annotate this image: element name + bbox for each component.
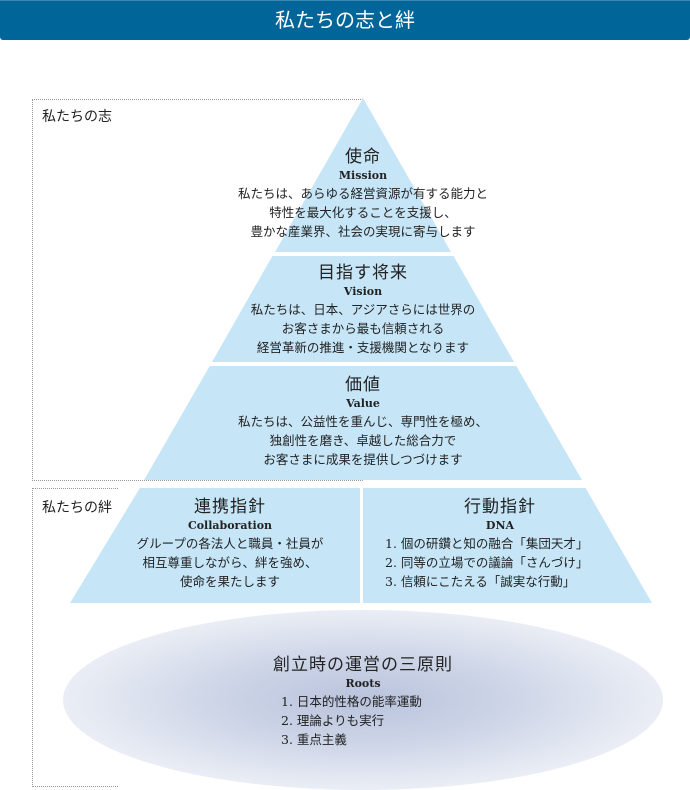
- mission-line: 特性を最大化することを支援し、: [269, 205, 457, 220]
- vision-title: 目指す将来: [318, 263, 408, 283]
- value-en: Value: [346, 397, 380, 410]
- roots-title: 創立時の運営の三原則: [273, 655, 453, 675]
- collaboration-line: 相互尊重しながら、絆を強め、: [142, 555, 318, 570]
- vision-line: 私たちは、日本、アジアさらには世界の: [250, 302, 476, 317]
- mission-title: 使命: [345, 147, 381, 167]
- collaboration-block: 連携指針 Collaboration グループの各法人と職員・社員が 相互尊重し…: [110, 496, 350, 591]
- value-line: 独創性を磨き、卓越した総合力で: [269, 433, 457, 448]
- vision-line: お客さまから最も信頼される: [281, 321, 445, 336]
- collaboration-line: 使命を果たします: [179, 574, 280, 589]
- mission-block: 使命 Mission 私たちは、あらゆる経営資源が有する能力と 特性を最大化する…: [200, 146, 526, 241]
- vision-block: 目指す将来 Vision 私たちは、日本、アジアさらには世界の お客さまから最も…: [200, 262, 526, 357]
- dna-line: 1. 個の研鑽と知の融合「集団天才」: [385, 536, 589, 551]
- roots-en: Roots: [345, 677, 381, 690]
- collaboration-en: Collaboration: [187, 519, 273, 532]
- value-line: お客さまに成果を提供しつづけます: [263, 452, 463, 467]
- value-band: [144, 366, 582, 480]
- vision-line: 経営革新の推進・支援機関となります: [256, 340, 470, 355]
- bond-label: 私たちの絆: [42, 500, 112, 516]
- vision-band: [212, 256, 514, 362]
- value-title: 価値: [345, 375, 381, 395]
- mission-line: 豊かな産業界、社会の実現に寄与します: [250, 224, 476, 239]
- roots-block: 創立時の運営の三原則 Roots 1. 日本的性格の能率運動 2. 理論よりも実…: [223, 654, 503, 749]
- vision-en: Vision: [343, 285, 383, 298]
- mission-en: Mission: [338, 169, 388, 182]
- roots-line: 3. 重点主義: [281, 732, 347, 747]
- page-header: 私たちの志と絆: [0, 0, 690, 40]
- collaboration-line: グループの各法人と職員・社員が: [136, 536, 324, 551]
- value-block: 価値 Value 私たちは、公益性を重んじ、専門性を極め、 独創性を磨き、卓越し…: [190, 374, 536, 469]
- aspiration-frame: [32, 99, 363, 481]
- value-line: 私たちは、公益性を重んじ、専門性を極め、: [237, 414, 488, 429]
- bond-frame: [32, 488, 118, 787]
- roots-line: 1. 日本的性格の能率運動: [281, 694, 422, 709]
- aspiration-label: 私たちの志: [42, 109, 112, 125]
- collaboration-title: 連携指針: [194, 497, 266, 517]
- dna-line: 3. 信頼にこたえる「誠実な行動」: [385, 574, 576, 589]
- dna-title: 行動指針: [464, 497, 536, 517]
- dna-en: DNA: [485, 519, 515, 532]
- dna-block: 行動指針 DNA 1. 個の研鑽と知の融合「集団天才」 2. 同等の立場での議論…: [375, 496, 625, 591]
- mission-line: 私たちは、あらゆる経営資源が有する能力と: [237, 186, 488, 201]
- roots-ellipse: [63, 610, 663, 790]
- roots-line: 2. 理論よりも実行: [281, 713, 385, 728]
- dna-line: 2. 同等の立場での議論「さんづけ」: [385, 555, 589, 570]
